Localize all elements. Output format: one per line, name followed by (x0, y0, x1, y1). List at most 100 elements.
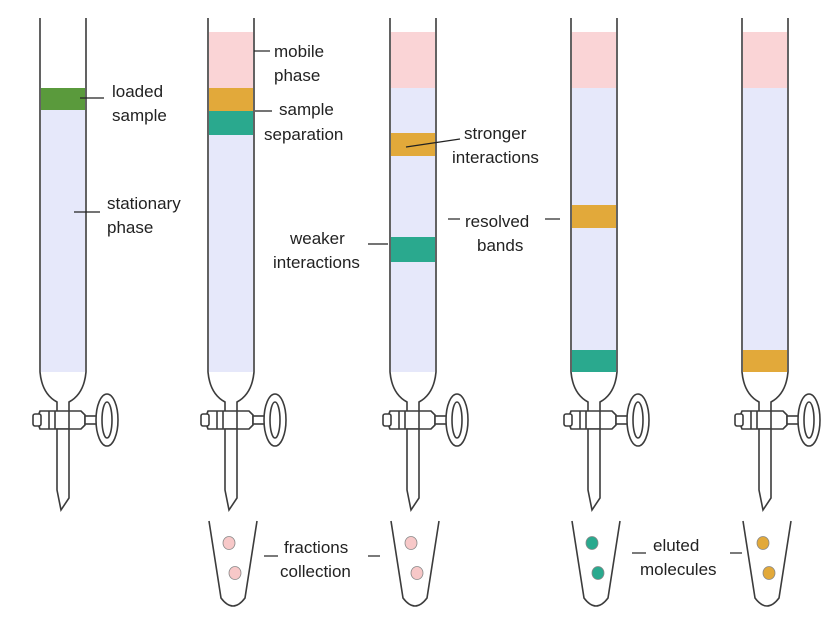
eluted-droplet (228, 566, 242, 580)
stopcock-left-cap (200, 413, 210, 427)
resolved-bands-label-line2: bands (477, 236, 523, 255)
stopcock-left-cap (382, 413, 392, 427)
stopcock-barrel (37, 410, 86, 430)
stronger-interactions-label-line1: stronger (464, 124, 527, 143)
loaded-sample-label-line1: loaded (112, 82, 163, 101)
stopcock-barrel (387, 410, 436, 430)
mobile-phase (743, 32, 787, 88)
weaker-interactions-label-line1: weaker (289, 229, 345, 248)
eluted-droplet (585, 536, 599, 550)
stationary-phase (572, 228, 616, 350)
stationary-phase (572, 88, 616, 205)
stopcock-handle-inner (451, 401, 463, 439)
column-2-collection-tube (208, 520, 258, 607)
tube-right-wall (418, 18, 437, 412)
stopcock-handle-inner (269, 401, 281, 439)
outlet-tip (224, 428, 238, 513)
stopcock-handle-inner (632, 401, 644, 439)
collection-tube (742, 520, 792, 607)
column-1 (32, 18, 119, 513)
funnel-inner (41, 372, 85, 404)
columns-layer (32, 18, 821, 607)
sample-separation-label-line1: sample (279, 100, 334, 119)
stopcock-handle-inner (101, 401, 113, 439)
column-4 (563, 18, 650, 513)
column-5 (734, 18, 821, 513)
tube-right-wall (236, 18, 255, 412)
stationary-phase-label-line1: stationary (107, 194, 181, 213)
stopcock-left-cap (563, 413, 573, 427)
tube-left-wall (39, 18, 58, 412)
stopcock-handle (263, 393, 287, 447)
stationary-phase (391, 156, 435, 237)
stopcock-handle (445, 393, 469, 447)
eluted-molecules-label-line2: molecules (640, 560, 717, 579)
teal-band (391, 237, 435, 262)
sample-separation-label-line2: separation (264, 125, 343, 144)
eluted-droplet (410, 566, 424, 580)
fractions-collection-label-line2: collection (280, 562, 351, 581)
stationary-phase (743, 88, 787, 350)
column-5-collection-tube (742, 520, 792, 607)
funnel-inner (391, 372, 435, 404)
eluted-droplet (762, 566, 776, 580)
outlet-tip (406, 428, 420, 513)
label-ticks (74, 50, 742, 557)
stationary-phase (41, 110, 85, 372)
orange-band (209, 88, 253, 111)
column-4-collection-tube (571, 520, 621, 607)
column-3-collection-tube (390, 520, 440, 607)
collection-tube (390, 520, 440, 607)
eluted-droplet (404, 536, 418, 550)
funnel-inner (743, 372, 787, 404)
mobile-phase (572, 32, 616, 88)
stopcock-barrel (739, 410, 788, 430)
weaker-interactions-label-line2: interactions (273, 253, 360, 272)
outlet-tip (758, 428, 772, 513)
collection-tube (571, 520, 621, 607)
stationary-phase-label-line2: phase (107, 218, 153, 237)
teal-band (209, 111, 253, 135)
funnel-inner (209, 372, 253, 404)
tube-left-wall (207, 18, 226, 412)
tube-right-wall (770, 18, 789, 412)
tube-left-wall (570, 18, 589, 412)
stopcock-barrel (568, 410, 617, 430)
tube-right-wall (68, 18, 87, 412)
stronger-interactions-label-line2: interactions (452, 148, 539, 167)
resolved-bands-label-line1: resolved (465, 212, 529, 231)
tube-left-wall (389, 18, 408, 412)
stopcock-handle (95, 393, 119, 447)
orange-band (572, 205, 616, 228)
orange-band (743, 350, 787, 372)
stopcock-handle (626, 393, 650, 447)
stopcock-barrel (205, 410, 254, 430)
eluted-droplet (222, 536, 236, 550)
mobile-phase-label-line1: mobile (274, 42, 324, 61)
eluted-droplet (591, 566, 605, 580)
eluted-droplet (756, 536, 770, 550)
tube-left-wall (741, 18, 760, 412)
stationary-phase (209, 135, 253, 372)
teal-band (572, 350, 616, 372)
outlet-tip (56, 428, 70, 513)
stopcock-handle-inner (803, 401, 815, 439)
mobile-phase (209, 32, 253, 88)
column-2 (200, 18, 287, 513)
outlet-tip (587, 428, 601, 513)
mobile-phase-label-line2: phase (274, 66, 320, 85)
fractions-collection-label-line1: fractions (284, 538, 348, 557)
stationary-phase (391, 262, 435, 372)
orange-band (391, 133, 435, 156)
collection-tube (208, 520, 258, 607)
stopcock-handle (797, 393, 821, 447)
column-3 (382, 18, 469, 513)
loaded-sample-label-line2: sample (112, 106, 167, 125)
funnel-inner (572, 372, 616, 404)
stationary-phase (391, 88, 435, 133)
stopcock-left-cap (734, 413, 744, 427)
tube-right-wall (599, 18, 618, 412)
stopcock-left-cap (32, 413, 42, 427)
loaded-sample-band (41, 88, 85, 110)
